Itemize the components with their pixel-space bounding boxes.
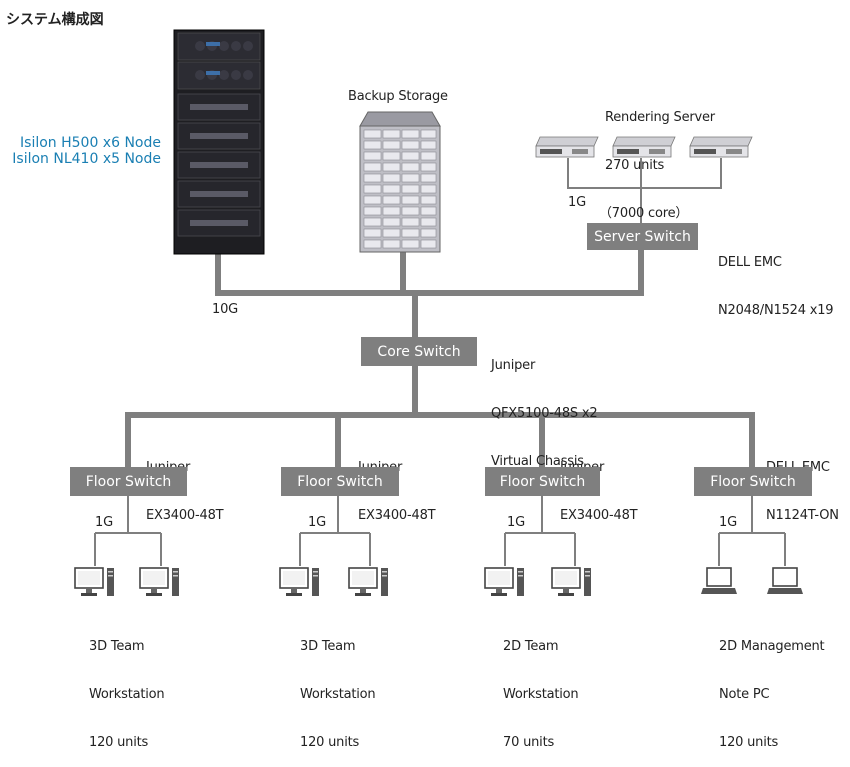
workstation-icon (484, 567, 525, 597)
core-switch-vendor: Juniper (491, 358, 536, 373)
floor-4-device: Note PC (719, 687, 770, 702)
server-icon (535, 136, 599, 158)
floor-3-model: EX3400-48T (560, 508, 638, 523)
workstation-icon (74, 567, 115, 597)
endpoint-icons (74, 567, 804, 597)
core-switch-spec: Juniper QFX5100-48S x2 Virtual Chassis (491, 326, 598, 486)
server-switch-model: N2048/N1524 x19 (718, 303, 834, 318)
floor-1-link-speed: 1G (95, 515, 113, 530)
isilon-line-2: Isilon NL410 x5 Node (12, 151, 161, 167)
rendering-line-1: Rendering Server (605, 110, 715, 125)
floor-switch-2: Floor Switch (281, 467, 399, 496)
core-switch: Core Switch (361, 337, 477, 366)
server-switch-vendor: DELL EMC (718, 255, 782, 270)
isilon-label: Isilon H500 x6 Node Isilon NL410 x5 Node (12, 135, 161, 167)
rendering-server-icons (535, 136, 753, 158)
core-switch-model: QFX5100-48S x2 (491, 406, 598, 421)
server-switch-spec: DELL EMC N2048/N1524 x19 (718, 223, 834, 335)
rendering-line-2: 270 units (605, 158, 665, 173)
floor-4-team: 2D Management (719, 639, 825, 654)
core-switch-note: Virtual Chassis (491, 454, 584, 469)
storage-link-speed: 10G (212, 302, 239, 317)
floor-3-team: 2D Team (503, 639, 559, 654)
workstation-icon (551, 567, 592, 597)
laptop-icon (766, 567, 804, 595)
floor-1-model: EX3400-48T (146, 508, 224, 523)
page-title: システム構成図 (6, 12, 104, 28)
isilon-line-1: Isilon H500 x6 Node (20, 135, 161, 151)
floor-3-device: Workstation (503, 687, 579, 702)
rendering-line-3: （7000 core） (599, 206, 689, 221)
server-icon (612, 136, 676, 158)
floor-2-device: Workstation (300, 687, 376, 702)
rendering-link-speed: 1G (568, 195, 586, 210)
isilon-rack-icon (173, 29, 265, 255)
rendering-server-label: Rendering Server 270 units （7000 core） (599, 78, 715, 238)
floor-3-count: 70 units (503, 735, 555, 750)
floor-4-model: N1124T-ON (766, 508, 839, 523)
workstation-icon (279, 567, 320, 597)
floor-1-team: 3D Team (89, 639, 145, 654)
server-switch: Server Switch (587, 223, 698, 250)
floor-4-link-speed: 1G (719, 515, 737, 530)
laptop-icon (700, 567, 738, 595)
workstation-icon (348, 567, 389, 597)
network-lines (94, 158, 786, 566)
floor-2-count: 120 units (300, 735, 360, 750)
floor-2-model: EX3400-48T (358, 508, 436, 523)
floor-2-link-speed: 1G (308, 515, 326, 530)
floor-1-count: 120 units (89, 735, 149, 750)
floor-1-device: Workstation (89, 687, 165, 702)
server-icon (689, 136, 753, 158)
backup-storage-label: Backup Storage (348, 89, 448, 104)
floor-2-team: 3D Team (300, 639, 356, 654)
floor-switch-1: Floor Switch (70, 467, 187, 496)
floor-4-count: 120 units (719, 735, 779, 750)
floor-switch-4: Floor Switch (694, 467, 812, 496)
floor-switch-3: Floor Switch (485, 467, 600, 496)
backup-storage-icon (359, 111, 441, 253)
workstation-icon (139, 567, 180, 597)
floor-3-link-speed: 1G (507, 515, 525, 530)
